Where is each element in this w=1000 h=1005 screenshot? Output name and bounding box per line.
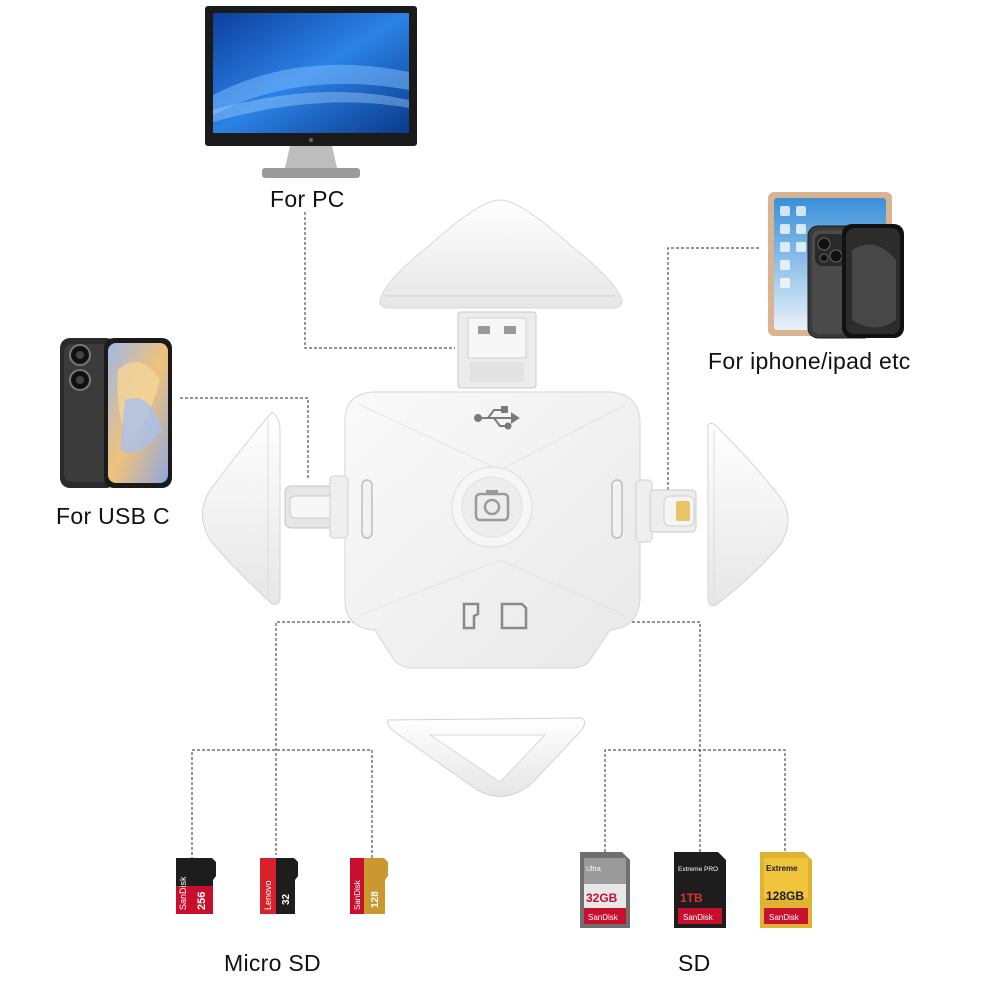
sd-card-3-line: Extreme xyxy=(766,864,798,873)
usb-symbol-icon xyxy=(474,406,520,430)
usbc-port-right xyxy=(611,479,623,539)
sd-card-2-capacity: 1TB xyxy=(680,891,703,905)
sd-card-2-line: Extreme PRO xyxy=(678,866,718,873)
right-cap xyxy=(707,422,789,607)
microsd-card-3-brand: SanDisk xyxy=(353,879,362,910)
microsd-slot-icon xyxy=(462,602,480,630)
connector-pc xyxy=(304,212,455,349)
top-cap xyxy=(379,199,623,309)
camera-button-icon xyxy=(451,466,533,548)
connector-iphone xyxy=(667,247,760,490)
sd-card-3-brand: SanDisk xyxy=(769,913,800,922)
sd-card-2: Extreme PRO 1TB SanDisk xyxy=(674,852,726,928)
microsd-card-2-capacity: 32 xyxy=(281,893,292,905)
usb-a-plug xyxy=(457,311,537,389)
microsd-card-2-brand: Lenovo xyxy=(263,880,273,910)
microsd-card-3: SanDisk 128 xyxy=(350,858,388,914)
label-for-iphone: For iphone/ipad etc xyxy=(708,348,911,374)
sd-card-3: Extreme 128GB SanDisk xyxy=(760,852,812,928)
microsd-card-1-capacity: 256 xyxy=(196,892,208,910)
monitor-icon xyxy=(205,6,417,178)
label-micro-sd: Micro SD xyxy=(224,950,321,976)
ipad-iphone-icon xyxy=(768,192,904,339)
bottom-cap xyxy=(386,717,586,797)
sd-slot-icon xyxy=(500,602,528,630)
sd-card-1-brand: SanDisk xyxy=(588,913,619,922)
connector-sd-trunk xyxy=(537,621,701,852)
label-for-pc: For PC xyxy=(270,186,345,212)
left-cap xyxy=(202,411,281,605)
sd-card-2-brand: SanDisk xyxy=(683,913,714,922)
label-for-usbc: For USB C xyxy=(56,503,170,529)
sd-card-1-line: Ultra xyxy=(586,866,601,873)
microsd-card-1-brand: SanDisk xyxy=(178,876,188,910)
usb-c-plug xyxy=(284,475,349,539)
microsd-card-1: SanDisk 256 xyxy=(176,858,216,914)
sd-card-1-capacity: 32GB xyxy=(586,891,618,905)
connector-usbc xyxy=(180,397,309,480)
sd-card-1: Ultra 32GB SanDisk xyxy=(580,852,630,928)
connector-microsd-branches xyxy=(191,749,373,860)
microsd-card-3-capacity: 128 xyxy=(370,891,381,908)
reader-body xyxy=(344,391,641,669)
label-sd: SD xyxy=(678,950,711,976)
lightning-plug xyxy=(635,479,697,543)
sd-card-3-capacity: 128GB xyxy=(766,889,804,903)
microsd-card-2: Lenovo 32 xyxy=(260,858,298,914)
connector-sd-branches xyxy=(604,749,786,852)
android-phone-icon xyxy=(60,338,172,488)
usbc-port-left xyxy=(361,479,373,539)
connector-lines xyxy=(180,212,786,860)
